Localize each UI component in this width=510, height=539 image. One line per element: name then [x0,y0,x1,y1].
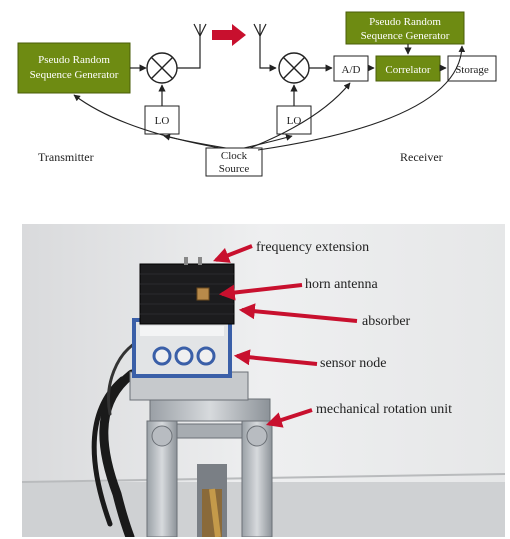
annotation-arrows [213,244,358,428]
clock-lines [73,45,466,151]
cable-bundle [91,340,139,537]
clock-label-line2: Source [219,163,250,175]
block-diagram: Pseudo Random Sequence Generator LO LO [17,11,497,177]
rx-lo-block: LO [276,105,312,135]
storage-block: Storage [447,55,497,82]
tx-prs-generator: Pseudo Random Sequence Generator [17,42,131,94]
horn-antenna-label: horn antenna [305,277,378,292]
tx-prs-label-line1: Pseudo Random [38,54,110,66]
tx-mixer [146,52,178,84]
tx-lo-label: LO [155,115,170,127]
frequency-extension-module [139,257,235,325]
rx-prs-label-line1: Pseudo Random [369,16,441,28]
tx-prs-label-line2: Sequence Generator [30,69,119,81]
adc-block: A/D [333,55,369,82]
clock-label-line1: Clock [221,150,248,162]
correlator-label: Correlator [385,64,431,76]
storage-label: Storage [455,64,489,76]
horn-antenna-aperture [196,287,210,301]
adc-label: A/D [342,64,361,76]
rx-prs-generator: Pseudo Random Sequence Generator [345,11,465,45]
tx-lo-block: LO [144,105,180,135]
transmission-arrow-icon [212,24,246,46]
mechanical-rotation-unit-label: mechanical rotation unit [316,402,452,417]
rotation-unit [146,398,273,537]
receiver-label: Receiver [400,150,443,164]
absorber-label: absorber [362,314,411,329]
correlator-block: Correlator [375,55,441,82]
rx-antenna-icon [253,23,267,37]
rx-mixer [278,52,310,84]
rx-lo-label: LO [287,115,302,127]
sensor-node [132,318,232,378]
tx-antenna-icon [193,23,207,37]
transmitter-label: Transmitter [38,150,94,164]
clock-source-block: Clock Source [205,147,263,177]
measurement-setup-photo: frequency extension horn antenna absorbe… [22,224,505,537]
rx-prs-label-line2: Sequence Generator [361,30,450,42]
sensor-node-label: sensor node [320,356,387,371]
frequency-extension-label: frequency extension [256,240,369,255]
